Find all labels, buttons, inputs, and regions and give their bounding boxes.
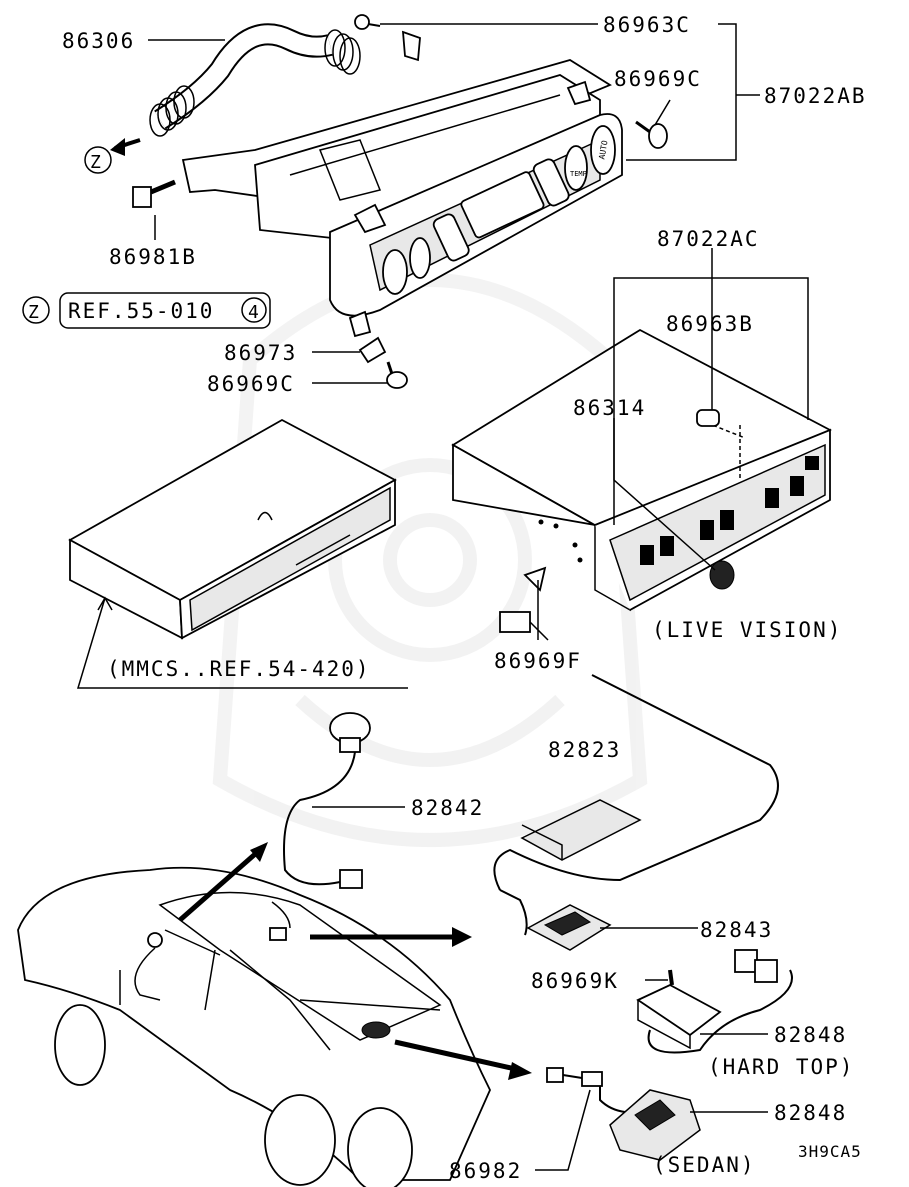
cover-82823[interactable] (520, 799, 642, 861)
screw-86969K[interactable] (668, 969, 674, 986)
label-86306: 86306 (62, 29, 135, 53)
aspirator-hose[interactable] (110, 23, 361, 156)
sensor-82848-hard-top[interactable] (636, 949, 793, 1054)
svg-text:REF.55-010: REF.55-010 (68, 299, 214, 323)
connector-86982[interactable] (546, 1067, 603, 1087)
bulb-86963B[interactable] (696, 409, 720, 427)
car-body (17, 866, 491, 1187)
svg-text:4: 4 (248, 302, 259, 323)
label-86969C-top: 86969C (614, 67, 702, 91)
climate-control-unit[interactable]: AUTO TEMP (181, 30, 623, 338)
mmcs-unit[interactable] (68, 418, 397, 640)
screw-86969C-top[interactable] (635, 120, 668, 149)
label-82848-sedan: 82848 (774, 1101, 847, 1125)
diagram-code: 3H9CA5 (798, 1142, 862, 1161)
label-86973: 86973 (224, 341, 297, 365)
label-86969C-bottom: 86969C (207, 372, 295, 396)
screw-86969C-bottom[interactable] (386, 361, 408, 389)
label-86981B: 86981B (109, 245, 197, 269)
knob-86314[interactable] (709, 560, 735, 590)
label-82848-hard-top: 82848 (774, 1023, 847, 1047)
leader-lines-live-vision (613, 248, 809, 571)
label-86963C: 86963C (603, 13, 691, 37)
sensor-82842[interactable] (283, 712, 371, 889)
harness-wire (493, 674, 779, 891)
pointer-arrows (178, 842, 532, 1080)
screw-86969F[interactable] (523, 566, 547, 592)
note-sedan: (SEDAN) (653, 1153, 756, 1177)
sensor-82848-sedan[interactable] (599, 1080, 701, 1161)
svg-text:Z: Z (28, 302, 39, 323)
bolt-86981B[interactable] (132, 179, 176, 208)
screw-86963C[interactable] (354, 14, 381, 30)
temp-button-label: TEMP (570, 170, 587, 178)
label-86963B: 86963B (666, 312, 754, 336)
z-marker-top: Z (84, 146, 112, 174)
label-86969F: 86969F (494, 649, 582, 673)
leader-lines-bottom (312, 806, 768, 1171)
label-82823: 82823 (548, 738, 621, 762)
svg-text:Z: Z (90, 152, 101, 173)
part-labels: 86306 86963C 86969C 87022AB 86981B 87022… (62, 13, 867, 1183)
label-86314: 86314 (573, 396, 646, 420)
note-hard-top: (HARD TOP) (708, 1055, 854, 1079)
note-mmcs-ref: (MMCS..REF.54-420) (107, 657, 371, 681)
connector-86969F[interactable] (499, 580, 549, 641)
label-87022AC: 87022AC (657, 227, 760, 251)
clip-86973[interactable] (358, 336, 387, 364)
label-82843: 82843 (700, 918, 773, 942)
sensor-82843[interactable] (499, 889, 612, 951)
label-82842: 82842 (411, 796, 484, 820)
leader-lines-mmcs (76, 596, 408, 689)
ref-55-010-box[interactable]: Z REF.55-010 4 (22, 292, 271, 329)
live-vision-control-unit[interactable] (451, 328, 832, 612)
label-86969K: 86969K (531, 969, 619, 993)
label-87022AB: 87022AB (764, 84, 867, 108)
note-live-vision: (LIVE VISION) (652, 618, 842, 642)
auto-button-label: AUTO (597, 139, 609, 160)
label-86982: 86982 (449, 1159, 522, 1183)
leader-lines-top (148, 23, 760, 384)
